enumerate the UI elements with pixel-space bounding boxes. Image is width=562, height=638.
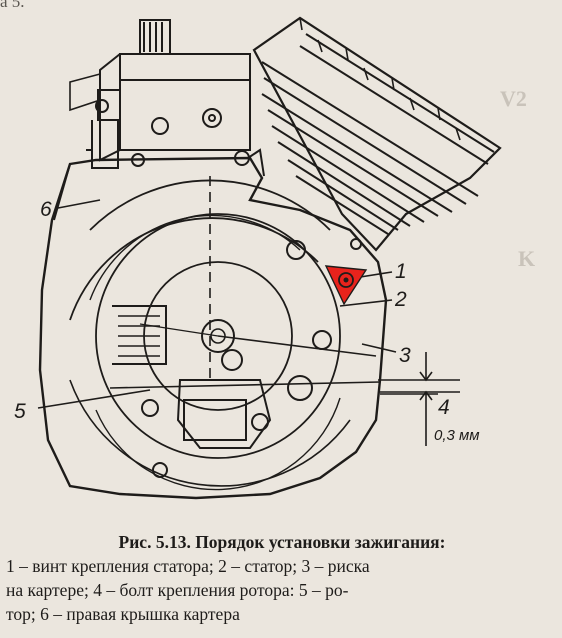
page-fragment-text: а 5. [0, 0, 25, 11]
caption-line: на картере; 4 – болт крепления ротора: 5… [6, 580, 349, 600]
bleed-through-mark: V2 [500, 86, 527, 111]
ignition-diagram: 6 1 2 3 4 5 0,3 мм [14, 16, 502, 500]
bleed-through-mark: K [518, 246, 536, 271]
caption-title: Рис. 5.13. Порядок установки зажигания: [118, 532, 446, 552]
callout-3: 3 [399, 344, 411, 367]
callout-1: 1 [395, 260, 407, 283]
cylinder-fins [252, 16, 502, 252]
caption-line: 1 – винт крепления статора; 2 – статор; … [6, 556, 370, 576]
crankcase-cover-outline [38, 148, 388, 500]
timing-reference-lines [109, 176, 381, 389]
dimension-0-3mm [378, 352, 460, 446]
flywheel-rings [69, 179, 351, 491]
dimension-label: 0,3 мм [434, 427, 480, 444]
callout-6: 6 [40, 198, 52, 221]
carburetor-assembly [69, 19, 251, 169]
callout-4: 4 [438, 396, 450, 419]
callout-5: 5 [14, 400, 26, 423]
caption-line: тор; 6 – правая крышка картера [6, 604, 240, 624]
figure-caption: Рис. 5.13. Порядок установки зажигания: … [6, 530, 558, 626]
stator-screw-highlight [324, 265, 368, 306]
stator-coil [112, 238, 362, 478]
callout-2: 2 [394, 288, 407, 311]
